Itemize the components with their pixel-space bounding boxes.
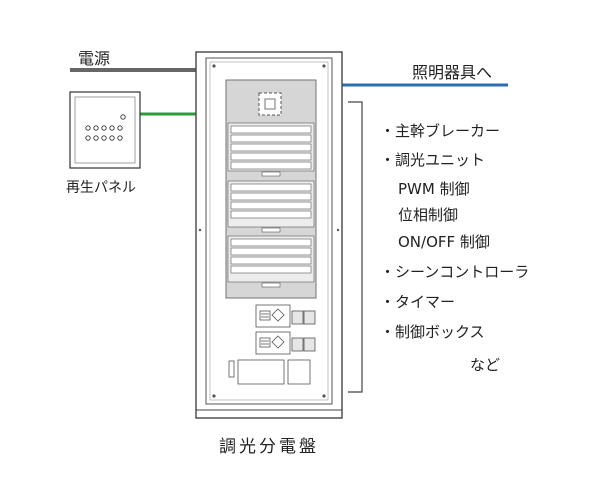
item-control-box: ・制御ボックス — [380, 323, 485, 341]
item-scene-controller: ・シーンコントローラ — [380, 263, 529, 281]
to-lighting-label: 照明器具へ — [412, 63, 492, 82]
control-box — [228, 359, 311, 385]
playback-panel-buttons — [85, 125, 123, 141]
dimming-unit-group-2 — [227, 180, 315, 233]
playback-panel-label: 再生パネル — [66, 180, 136, 196]
scene-controller — [255, 304, 316, 328]
item-dimming-unit: ・調光ユニット — [380, 151, 485, 169]
item-etc: など — [470, 356, 500, 374]
component-list: ・主幹ブレーカー ・調光ユニット PWM 制御 位相制御 ON/OFF 制御 ・… — [380, 122, 529, 374]
components-bracket — [348, 101, 363, 393]
playback-panel — [69, 91, 141, 169]
dimming-unit-group-3 — [227, 235, 315, 288]
dimming-unit-group-1 — [227, 122, 315, 177]
power-source-label: 電源 — [78, 49, 110, 68]
item-phase-control: 位相制御 — [398, 206, 458, 224]
item-on-off-control: ON/OFF 制御 — [398, 233, 490, 251]
cabinet-caption: 調光分電盤 — [219, 437, 319, 457]
timer-unit — [255, 331, 316, 355]
item-timer: ・タイマー — [380, 293, 455, 311]
inner-mounting-panel — [225, 79, 317, 299]
item-pwm-control: PWM 制御 — [398, 180, 470, 198]
item-main-breaker: ・主幹ブレーカー — [380, 122, 500, 140]
